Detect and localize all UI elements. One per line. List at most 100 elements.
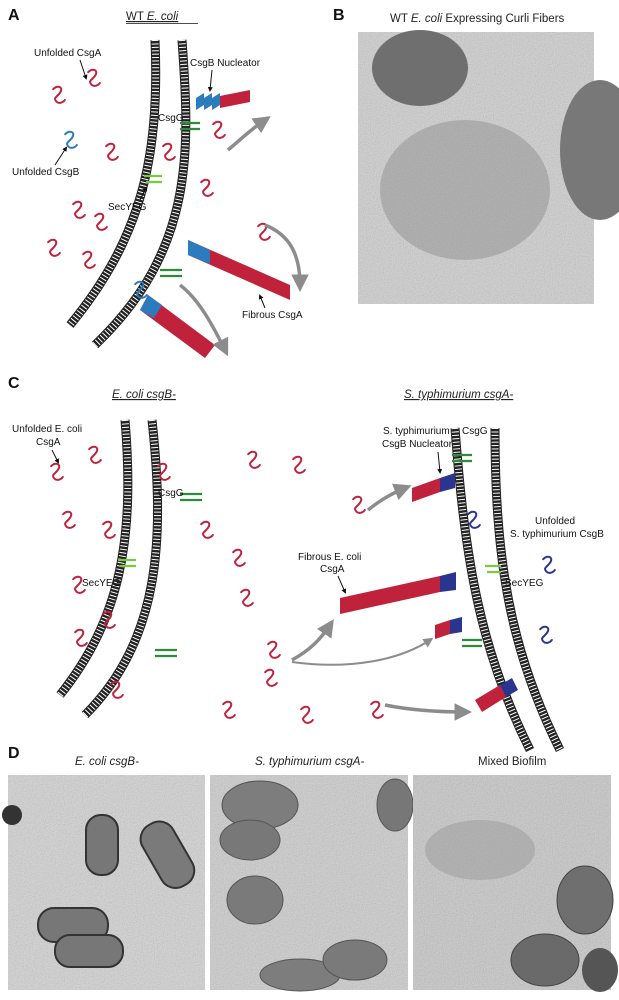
csgb-squiggle [64,130,78,149]
panel-b-title-prefix: WT [390,13,411,25]
bacterium-cell [219,819,281,861]
csga-squiggle [352,495,366,514]
outer-membrane-a1-ladder [67,39,160,328]
label-unfolded-sty-2: S. typhimurium CsgB [510,529,604,540]
csgg-pore-c-left-2 [155,648,177,658]
nucleator-fiber-a [196,90,250,110]
panel-a-title: WT E. coli [126,11,179,23]
csga-squiggle [232,548,246,567]
panel-b: B WT E. coli Expressing Curli Fibers [333,7,619,304]
micrograph-d2 [210,775,414,992]
pointer-unfolded-csgb [54,146,68,166]
panel-a-letter: A [8,7,20,24]
panel-d-title-1: E. coli csgB- [75,756,139,768]
label-unfolded-csga: Unfolded CsgA [34,48,102,59]
pointer-csgb-nucleator [207,69,213,92]
label-secyeg-a: SecYEG [108,202,147,213]
csga-squiggle [87,68,101,87]
label-csgg-a: CsgG [158,113,184,124]
csga-squiggle [102,520,116,539]
label-csgb-nucleator: CsgB Nucleator [190,58,261,69]
csga-squiggle [94,212,108,231]
panel-b-letter: B [333,7,345,24]
label-csgg-c-right: CsgG [462,426,488,437]
arrow-c-1 [366,483,412,512]
debris-spot [2,805,22,825]
csga-squiggle [247,450,261,469]
fiber-mesh [425,820,535,880]
secyeg-pore-a [144,174,162,184]
inner-membrane-c-right-ladder [491,427,564,752]
csga-squiggle [50,462,64,481]
bacterium-cell [139,820,196,889]
csga-squiggle [222,700,236,719]
csga-squiggle [200,178,214,197]
label-unfolded-csgb: Unfolded CsgB [12,167,80,178]
csga-squiggle [200,520,214,539]
csga-squiggle [82,250,96,269]
label-fibrous-csga: Fibrous CsgA [242,310,303,321]
bacterium-cell [582,948,618,992]
outer-membrane-c-left-ladder [57,419,132,698]
curli-fiber-mesh [380,120,550,260]
outer-membrane-c-right [450,427,535,753]
bacterium-cell [372,30,468,106]
label-secyeg-c-left: SecYEG [82,578,121,589]
label-unfolded-sty-1: Unfolded [535,516,575,527]
csga-squiggle [88,445,102,464]
csga-squiggle [267,640,281,659]
secyeg-pore-c-left [118,558,136,568]
label-csgg-c-left: CsgG [158,488,184,499]
pointer-unfolded-csga [79,59,88,80]
panel-c-left-title: E. coli csgB- [112,389,176,401]
csgg-pore-c-right [452,453,472,463]
bacterium-cell [226,875,284,925]
outer-membrane-c-left [56,419,133,698]
panel-b-title-suffix: Expressing Curli Fibers [442,13,564,25]
panel-a-title-prefix: WT [126,11,147,23]
panel-a: A WT E. coli [8,7,309,358]
bacterium-cell [510,933,580,987]
sty-csgb-squiggle [539,625,553,644]
sty-csgb-squiggle [467,510,481,529]
sty-nucleator-fiber-1 [412,473,455,502]
label-fibrous-ecoli-2: CsgA [320,564,345,575]
panel-c: C E. coli csgB- S. typhimurium csgA- [8,375,604,753]
csga-squiggle [62,510,76,529]
csga-squiggle [240,588,254,607]
csga-squiggle [74,628,88,647]
csgg-pore-c-right-2 [462,638,482,648]
bacterium-cell [560,80,619,220]
label-sty-nucleator-2: CsgB Nucleator [382,439,453,450]
pointer-secyeg-a [139,186,147,201]
micrograph-d3 [413,775,618,992]
arrow-c-3 [291,637,434,666]
sty-nucleator-fiber-3 [475,678,518,712]
curli-micrograph [358,30,619,304]
label-sty-nucleator-1: S. typhimurium [383,426,450,437]
panel-a-title-italic: E. coli [147,11,179,23]
panel-d-title-3: Mixed Biofilm [478,756,546,768]
bacterium-cell [322,939,388,981]
panel-d-title-2: S. typhimurium csgA- [255,756,364,768]
inner-membrane-a1-ladder [92,39,190,348]
csga-squiggle [212,120,226,139]
folding-arrow-a1 [226,116,271,152]
sty-nucleator-fiber-2 [435,617,462,639]
folding-arrow-a2 [264,223,309,292]
bacterium-cell [85,814,119,876]
csgg-pore-a1 [180,121,200,131]
label-unfolded-ecoli-1: Unfolded E. coli [12,424,82,435]
pointer-fibrous-csga [258,294,266,309]
csga-squiggle [105,142,119,161]
csgg-pore-a2 [160,268,182,278]
panel-c-right-title: S. typhimurium csgA- [404,389,513,401]
panel-b-title-italic: E. coli [411,13,443,25]
pointer-fibrous-ecoli [337,575,347,594]
secyeg-pore-c-right [485,564,501,574]
micrograph-d1 [2,775,205,990]
panel-a-title-underline [126,23,198,24]
folding-arrow-a3 [178,283,229,357]
bacterium-cell [376,778,414,832]
